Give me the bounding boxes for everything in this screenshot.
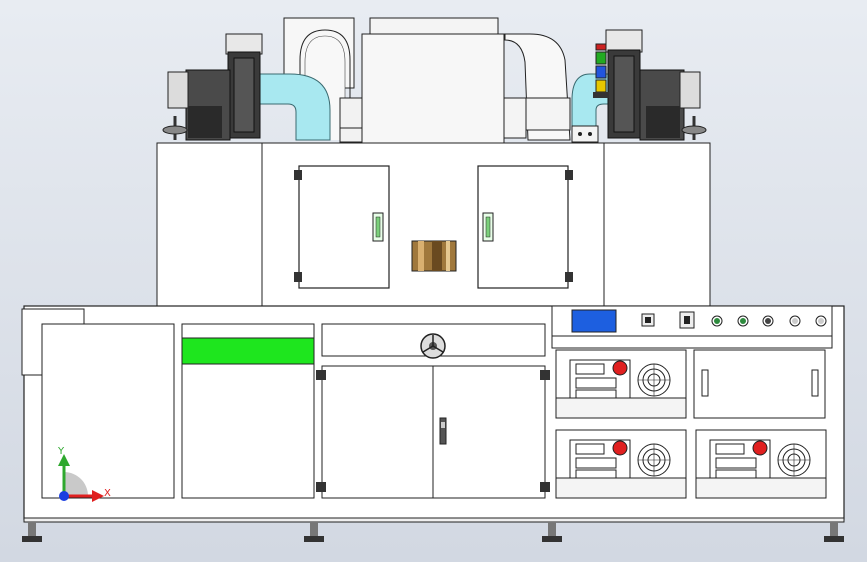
central-hood-cap <box>369 17 499 37</box>
power-supply-3 <box>695 429 827 499</box>
indicator-light-1[interactable] <box>711 315 723 327</box>
cabinet-shelf <box>693 349 826 419</box>
left-panel <box>41 323 175 499</box>
emergency-stop-icon[interactable] <box>612 360 628 376</box>
cooling-fan-icon <box>777 443 811 477</box>
viewing-window <box>411 240 457 272</box>
z-axis-dot-icon <box>59 491 69 501</box>
center-right-door[interactable] <box>432 365 546 499</box>
y-axis-label: Y <box>57 446 65 457</box>
emergency-stop-icon[interactable] <box>612 440 628 456</box>
tower-light-blue <box>595 65 607 79</box>
tower-light-green <box>595 51 607 65</box>
center-door-latch[interactable] <box>439 417 447 445</box>
axis-triad: Y X <box>57 446 111 502</box>
x-axis-label: X <box>104 488 111 499</box>
emergency-stop-icon[interactable] <box>752 440 768 456</box>
y-axis-arrow-icon <box>58 454 70 466</box>
indicator-light-2[interactable] <box>737 315 749 327</box>
hmi-display[interactable] <box>571 309 617 333</box>
handwheel[interactable] <box>420 333 446 359</box>
indicator-light-4[interactable] <box>789 315 801 327</box>
right-blower-cap <box>605 29 643 53</box>
indicator-light-3[interactable] <box>762 315 774 327</box>
panel-key-switch[interactable] <box>679 311 695 329</box>
indicator-light-5[interactable] <box>815 315 827 327</box>
left-blower-cap <box>225 33 263 55</box>
base-skirt <box>23 517 845 523</box>
cooling-fan-icon <box>637 443 671 477</box>
central-hood <box>361 33 505 145</box>
tower-light-red <box>595 43 607 51</box>
leveling-feet <box>22 522 844 542</box>
status-bar <box>181 337 315 365</box>
tower-light-yellow <box>595 79 607 93</box>
left-duct-elbow <box>299 29 351 140</box>
indicator-lights <box>711 315 827 327</box>
cooling-fan-icon <box>637 363 671 397</box>
x-axis-arrow-icon <box>92 490 104 502</box>
power-supply-1 <box>555 349 687 419</box>
switch-box <box>571 125 599 143</box>
left-cyan-duct <box>257 73 331 141</box>
center-left-door[interactable] <box>321 365 434 499</box>
signal-tower <box>593 43 609 98</box>
panel-switch[interactable] <box>641 313 655 327</box>
power-supply-2 <box>555 429 687 499</box>
middle-cabinet <box>156 142 711 308</box>
